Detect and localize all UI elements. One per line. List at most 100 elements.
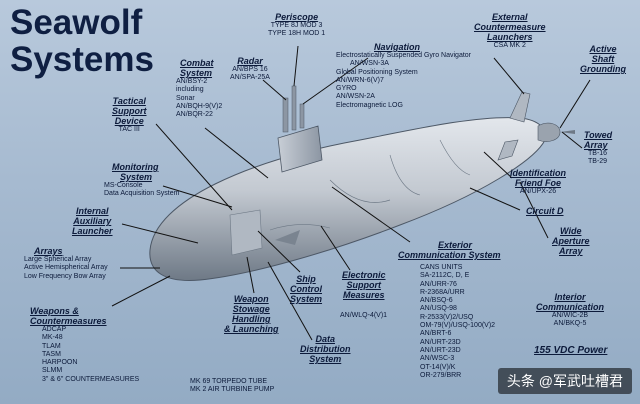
power-heading: 155 VDC Power — [534, 345, 608, 356]
label-active-shaft-grounding: Active Shaft Grounding — [580, 44, 626, 74]
internal-aux-heading-2: Auxiliary — [73, 216, 112, 226]
exterior-heading-1: Exterior — [438, 240, 473, 250]
exterior-line-14: OR-279/BRR — [420, 371, 462, 379]
label-monitoring-system: Monitoring System MS-Console Data Acquis… — [104, 162, 179, 199]
radar-line-2: AN/SPA-25A — [230, 74, 270, 82]
ecm-heading-1: External — [492, 12, 528, 22]
internal-aux-heading-1: Internal — [76, 206, 109, 216]
combat-heading-1: Combat — [180, 58, 214, 68]
internal-aux-heading-3: Launcher — [72, 226, 113, 236]
shaft-heading-1: Active — [589, 44, 617, 54]
label-internal-auxiliary-launcher: Internal Auxiliary Launcher — [72, 206, 113, 236]
towed-heading-1: Towed — [584, 130, 613, 140]
shaft-heading-2: Shaft — [591, 54, 615, 64]
iff-heading-1: Identification — [510, 168, 566, 178]
ship-control-heading-2: Control — [290, 284, 323, 294]
wide-aperture-heading-2: Aperture — [552, 236, 590, 246]
data-dist-heading-3: System — [309, 354, 342, 364]
periscope-line-1: TYPE 8J MOD 3 — [270, 22, 323, 29]
weapons-line-6: SLMM — [42, 367, 63, 375]
combat-line-3: Sonar — [176, 94, 195, 102]
exterior-line-1: CANS UNITS — [420, 264, 463, 271]
exterior-line-8: OM-79(V)/USQ-100(V)2 — [420, 322, 496, 330]
exterior-line-5: AN/BSQ-6 — [420, 297, 453, 305]
label-towed-array: Towed Array TB-16 TB-29 — [584, 130, 612, 167]
stowage-heading-2: Stowage — [232, 304, 270, 314]
label-weapon-stowage-items: MK 69 TORPEDO TUBE MK 2 AIR TURBINE PUMP — [190, 378, 274, 395]
combat-line-2: including — [176, 86, 204, 94]
label-exterior-communication-system: Exterior Communication System CANS UNITS… — [398, 240, 501, 380]
radar-line-1: AN/BPS 16 — [232, 66, 268, 73]
combat-line-1: AN/BSY-2 — [176, 78, 208, 85]
radar-heading: Radar — [237, 56, 263, 66]
label-combat-system: Combat System AN/BSY-2 including Sonar A… — [176, 58, 222, 119]
navigation-line-1: Electrostatically Suspended Gyro Navigat… — [336, 52, 472, 59]
interior-line-1: AN/WIC-2B — [551, 312, 589, 319]
weapons-heading-2: Countermeasures — [30, 316, 107, 326]
navigation-line-7: Electromagnetic LOG — [336, 101, 403, 109]
weapons-line-5: HARPOON — [42, 359, 78, 367]
monitoring-heading-1: Monitoring — [112, 162, 159, 172]
exterior-line-4: R-2368A/URR — [420, 288, 465, 296]
sail — [277, 85, 323, 173]
weapons-line-7: 3" & 6" COUNTERMEASURES — [42, 375, 140, 383]
periscope-heading: Periscope — [275, 12, 319, 22]
arrays-line-3: Low Frequency Bow Array — [24, 272, 106, 280]
shaft-heading-3: Grounding — [580, 64, 626, 74]
arrays-line-1: Large Spherical Array — [24, 256, 92, 263]
label-radar: Radar AN/BPS 16 AN/SPA-25A — [230, 56, 270, 83]
ship-control-heading-3: System — [290, 294, 323, 304]
label-ship-control-system: Ship Control System — [290, 274, 322, 304]
exterior-line-11: AN/URT-23D — [420, 346, 461, 354]
navigation-line-6: AN/WSN-2A — [336, 93, 375, 101]
label-wide-aperture-array: Wide Aperture Array — [552, 226, 590, 256]
data-dist-heading-2: Distribution — [300, 344, 351, 354]
circuit-d-heading: Circuit D — [526, 206, 564, 216]
esm-heading-1: Electronic — [342, 270, 386, 280]
label-weapons-countermeasures: Weapons & Countermeasures ADCAP MK-48 TL… — [30, 306, 139, 384]
weapons-line-4: TASM — [42, 350, 61, 358]
interior-line-2: AN/BKQ-5 — [553, 320, 587, 328]
ecm-heading-2: Countermeasure — [474, 22, 546, 32]
label-weapon-stowage: Weapon Stowage Handling & Launching — [224, 294, 279, 334]
exterior-line-3: AN/URR-76 — [420, 280, 457, 288]
esm-heading-3: Measures — [342, 290, 385, 300]
combat-line-5: AN/BQR-22 — [176, 111, 213, 119]
stowage-heading-3: Handling — [232, 314, 271, 324]
periscope-line-2: TYPE 18H MOD 1 — [268, 30, 326, 38]
stowage-heading-1: Weapon — [233, 294, 269, 304]
esm-line-1: AN/WLQ-4(V)1 — [340, 312, 388, 319]
esm-heading-2: Support — [346, 280, 382, 290]
label-periscope: Periscope TYPE 8J MOD 3 TYPE 18H MOD 1 — [268, 12, 325, 39]
navigation-line-3: Global Positioning System — [336, 68, 418, 76]
label-identification-friend-foe: Identification Friend Foe AN/UPX-26 — [510, 168, 566, 196]
title-line-2: Systems — [10, 40, 154, 79]
leader-lines — [111, 45, 591, 341]
arrays-heading: Arrays — [34, 246, 63, 256]
stowage-line-1: MK 69 TORPEDO TUBE — [190, 378, 268, 385]
label-navigation: Navigation Electrostatically Suspended G… — [336, 42, 471, 110]
label-155-vdc-power: 155 VDC Power — [534, 346, 607, 356]
tactical-heading-1: Tactical — [112, 96, 146, 106]
exterior-line-7: R-2533(V)2/USQ — [420, 313, 474, 321]
tactical-heading-2: Support — [112, 106, 147, 116]
title-line-1: Seawolf — [10, 3, 143, 42]
towed-line-1: TB-16 — [588, 150, 608, 157]
label-external-countermeasure: External Countermeasure Launchers CSA MK… — [474, 12, 546, 50]
exterior-line-6: AN/USQ-98 — [420, 305, 457, 313]
label-interior-communication: Interior Communication AN/WIC-2B AN/BKQ-… — [536, 292, 604, 329]
monitoring-heading-2: System — [120, 172, 153, 182]
iff-heading-2: Friend Foe — [514, 178, 561, 188]
weapons-line-3: TLAM — [42, 342, 61, 350]
ecm-line-1: CSA MK 2 — [493, 42, 526, 49]
exterior-line-13: OT-14(V)/K — [420, 363, 456, 371]
navigation-line-5: GYRO — [336, 85, 357, 93]
page-title: Seawolf Systems — [10, 4, 154, 78]
navigation-line-4: AN/WRN-6(V)7 — [336, 76, 384, 84]
iff-line-1: AN/UPX-26 — [519, 188, 557, 195]
towed-heading-2: Array — [584, 140, 608, 150]
weapons-line-2: MK-48 — [42, 334, 63, 342]
monitoring-line-2: Data Acquisition System — [104, 190, 180, 198]
navigation-line-2: AN/WSN-3A — [350, 60, 389, 68]
